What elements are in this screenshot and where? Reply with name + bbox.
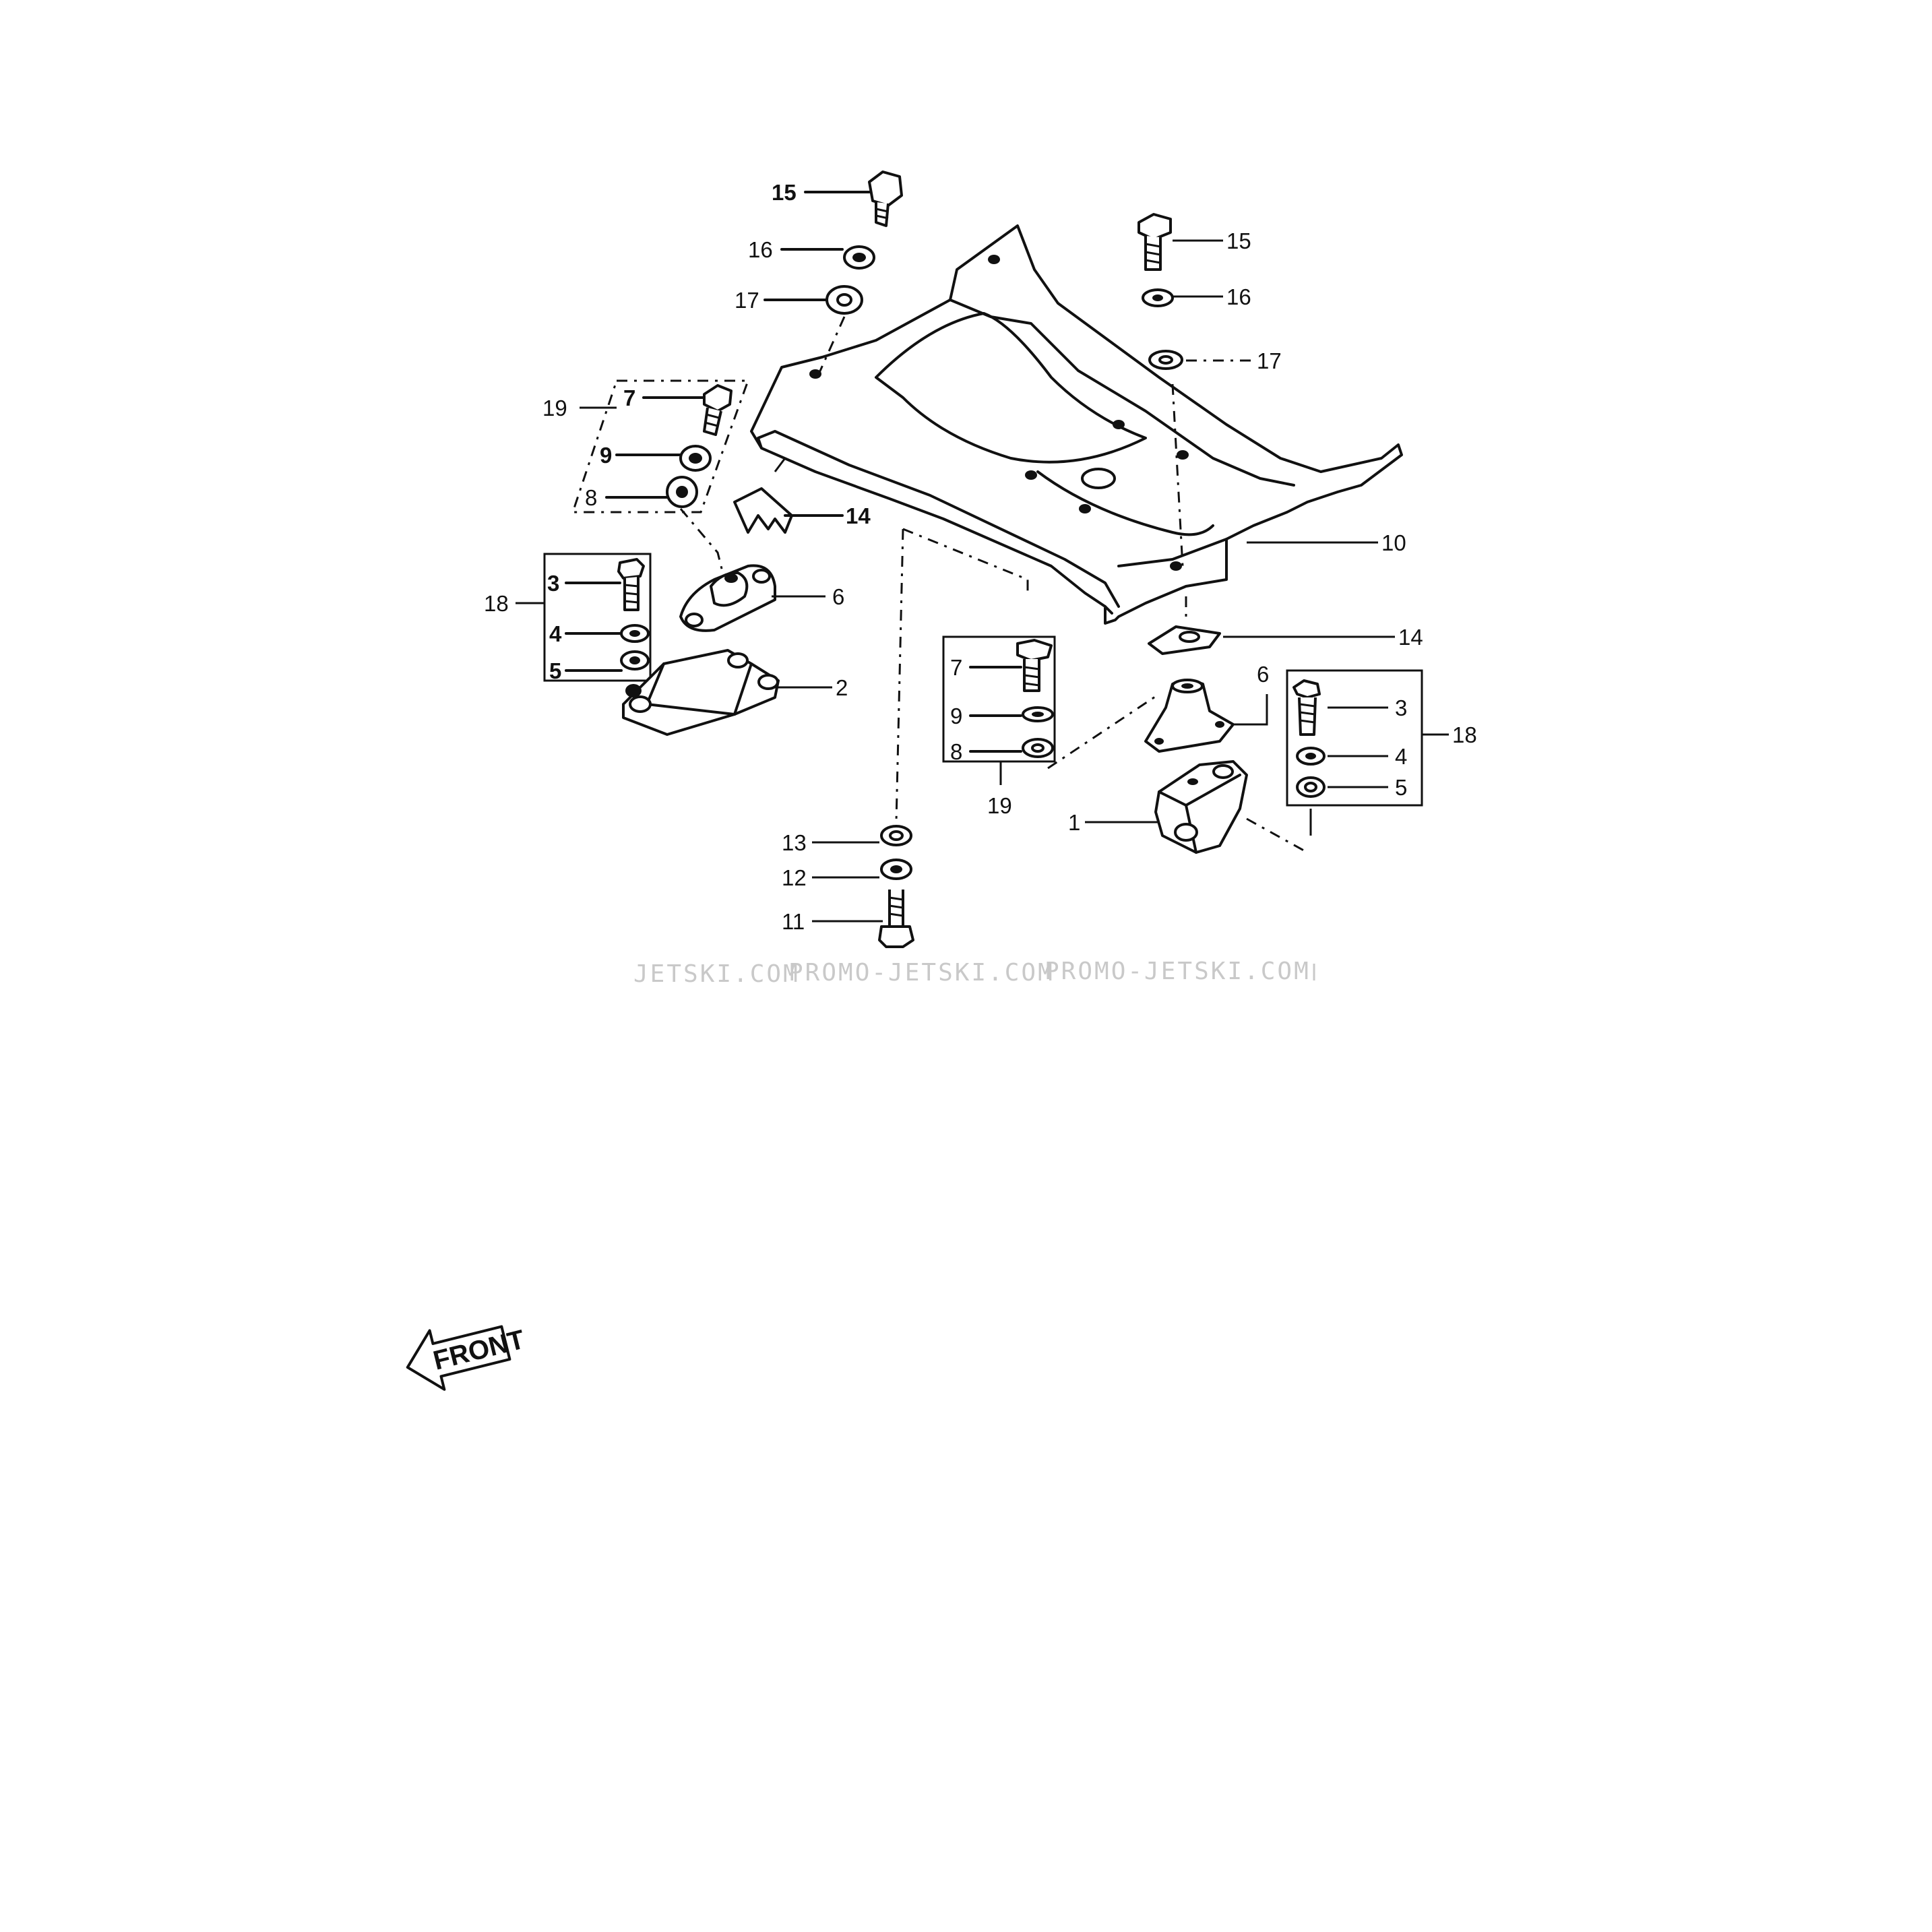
callout-17-right: 17 <box>1257 348 1282 373</box>
mount-bracket-2-left <box>622 649 780 736</box>
callout-19-center: 19 <box>987 793 1012 818</box>
bolt-11 <box>878 890 914 948</box>
engine-bed-plate <box>750 224 1403 625</box>
callout-17-left: 17 <box>735 288 759 313</box>
watermark-text-3: PROMO-JETSKI.COM <box>1045 958 1311 985</box>
callout-11: 11 <box>782 909 805 934</box>
callout-18-left: 18 <box>484 591 509 616</box>
callout-8-center: 8 <box>950 739 962 764</box>
washer-17-right <box>1148 350 1183 370</box>
callout-5-left: 5 <box>549 658 561 683</box>
callout-8-left: 8 <box>585 485 597 510</box>
rubber-mount-6-right <box>1144 679 1235 753</box>
group-18-right-frame <box>1286 669 1423 807</box>
callout-15-right: 15 <box>1226 228 1251 253</box>
callout-14-left: 14 <box>846 503 871 528</box>
callout-1-right: 1 <box>1068 810 1080 835</box>
rubber-mount-6-left <box>679 564 776 632</box>
washer-5-right <box>1296 776 1326 798</box>
washer-8-left <box>666 476 698 508</box>
callout-16-right: 16 <box>1226 284 1251 309</box>
callout-15-left: 15 <box>772 180 797 205</box>
clip-14-right <box>1148 625 1221 655</box>
mount-bracket-1-right <box>1154 760 1248 854</box>
callout-7-left: 7 <box>623 385 635 410</box>
group-19-center-frame <box>942 635 1056 763</box>
bolt-15-right <box>1138 213 1172 271</box>
callout-5-right: 5 <box>1395 775 1407 800</box>
callout-4-left: 4 <box>549 621 562 646</box>
washer-5-left <box>620 650 650 671</box>
bolt-7-center <box>1016 639 1053 692</box>
callout-labels: 15 16 17 19 7 9 8 14 18 3 4 5 6 2 15 16 … <box>484 180 1477 934</box>
leader-lines <box>516 191 1449 923</box>
lock-washer-16-right <box>1142 288 1174 307</box>
callout-3-right: 3 <box>1395 695 1407 720</box>
callout-16-left: 16 <box>748 237 773 262</box>
watermark-text-2: PROMO-JETSKI.COM <box>788 959 1055 987</box>
callout-9-center: 9 <box>950 704 962 728</box>
callout-6-right: 6 <box>1257 662 1269 687</box>
callout-6-left: 6 <box>832 584 844 609</box>
lock-washer-16-left <box>843 245 875 270</box>
washer-9-left <box>679 445 712 472</box>
bolt-3-left <box>617 558 645 611</box>
bolt-3-right <box>1292 679 1321 736</box>
watermark: JETSKI.COM PROMO-JETSKI.COM PROMO-JETSKI… <box>633 958 1315 988</box>
callout-10: 10 <box>1381 530 1406 555</box>
callout-19-left: 19 <box>542 396 567 420</box>
clip-14-left <box>733 487 793 534</box>
callout-18-right: 18 <box>1452 722 1477 747</box>
callout-13: 13 <box>782 830 807 855</box>
callout-4-right: 4 <box>1395 744 1407 769</box>
bolt-7-left <box>703 384 733 436</box>
callout-14-right: 14 <box>1398 625 1423 650</box>
bolt-15-left <box>868 170 903 227</box>
lock-washer-12 <box>880 859 912 880</box>
washer-8-center <box>1022 738 1054 758</box>
watermark-text-1: JETSKI.COM <box>633 960 800 988</box>
group-19-left-frame <box>571 379 750 513</box>
callout-2-left: 2 <box>836 675 848 700</box>
washer-13 <box>880 825 912 846</box>
lock-washer-4-right <box>1296 747 1326 766</box>
washer-17-left <box>825 285 863 315</box>
lock-washer-4-left <box>620 624 650 643</box>
callout-9-left: 9 <box>600 443 612 468</box>
callout-3-left: 3 <box>547 571 559 596</box>
callout-7-center: 7 <box>950 655 962 680</box>
callout-12: 12 <box>782 865 807 890</box>
lock-washer-9-center <box>1022 706 1054 722</box>
front-direction-arrow: FRONT <box>406 1325 528 1391</box>
